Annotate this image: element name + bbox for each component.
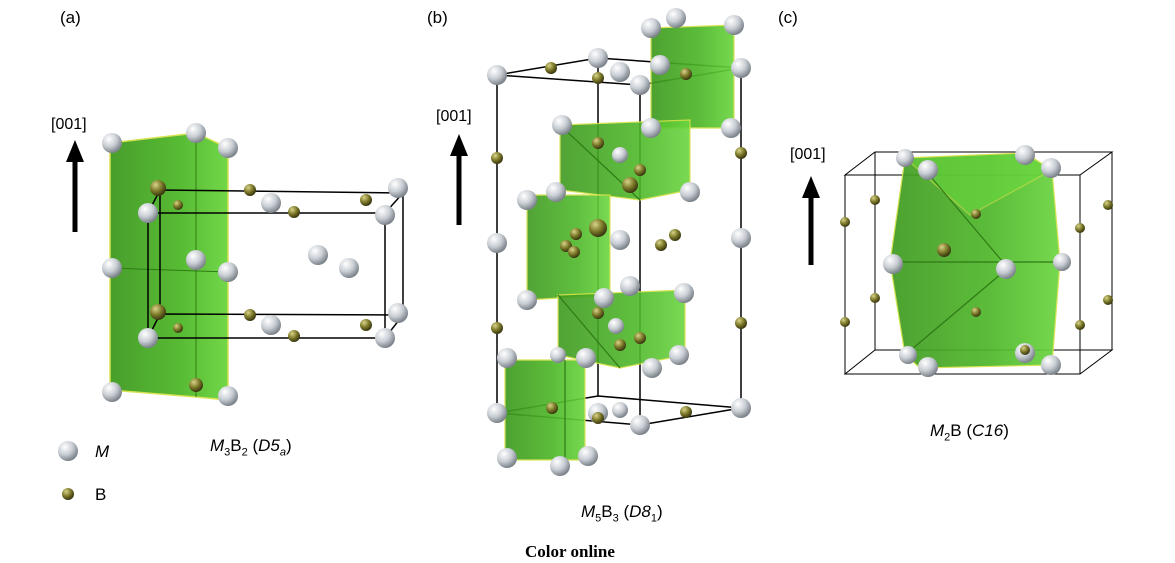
panel-b-structure — [450, 8, 751, 476]
panel-a-axis-label: [001] — [51, 116, 87, 133]
panel-b-axis-label: [001] — [436, 108, 472, 125]
panel-b-b-atoms — [491, 62, 747, 424]
panel-a-caption: M3B2 (D5a) — [210, 436, 292, 459]
color-online-note: Color online — [525, 542, 615, 561]
panel-c-label: (c) — [778, 8, 798, 27]
legend-b-label: B — [95, 485, 107, 504]
legend-b-swatch — [62, 488, 74, 500]
panel-c-polyhedron — [889, 152, 1061, 369]
panel-c-b-atoms — [840, 195, 1113, 355]
panel-b-m-atoms — [487, 8, 751, 476]
panel-b-label: (b) — [427, 8, 448, 27]
panel-b-axis-arrow — [450, 134, 468, 225]
panel-c-structure — [802, 145, 1114, 377]
panel-a-prism — [109, 132, 229, 401]
panel-a-axis-arrow — [66, 140, 84, 232]
panel-c-caption: M2B (C16) — [930, 421, 1009, 444]
panel-a-structure — [66, 123, 408, 406]
panel-c-m-atoms — [883, 145, 1071, 377]
panel-c-axis-label: [001] — [790, 146, 826, 163]
legend-symbols — [58, 441, 78, 500]
panel-a-m-atoms — [102, 123, 408, 406]
legend-m-label: M — [95, 442, 110, 461]
panel-a-b-atoms — [150, 180, 372, 392]
panel-c-axis-arrow — [802, 176, 820, 265]
legend-m-swatch — [58, 441, 78, 461]
panel-a-label: (a) — [60, 8, 81, 27]
panel-b-caption: M5B3 (D81) — [581, 502, 663, 525]
